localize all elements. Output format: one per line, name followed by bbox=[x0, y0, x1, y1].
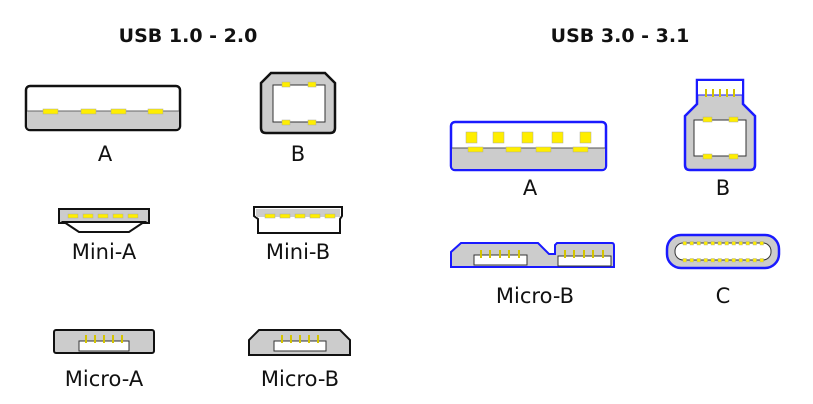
usb3-b-label: B bbox=[716, 176, 730, 200]
usb3-micro-b-label: Micro-B bbox=[496, 284, 574, 308]
usb2-a-label: A bbox=[98, 142, 113, 166]
usb-c-pin bbox=[752, 241, 757, 246]
usb3-c-connector bbox=[665, 233, 781, 270]
usb-c-pin bbox=[710, 241, 715, 246]
usb-c-pin bbox=[731, 258, 736, 263]
usb3-c-label: C bbox=[716, 284, 731, 308]
usb2-a-connector bbox=[24, 84, 182, 132]
usb-c-pin bbox=[759, 241, 764, 246]
usb2-mini-b-connector bbox=[253, 206, 343, 234]
usb3-micro-b-connector bbox=[450, 242, 615, 268]
usb2-b-connector bbox=[259, 71, 337, 135]
usb2-mini-a-connector bbox=[58, 208, 150, 233]
usb2-mini-a-label: Mini-A bbox=[72, 240, 137, 264]
usb2-b-label: B bbox=[291, 142, 305, 166]
usb-c-pin bbox=[689, 258, 694, 263]
usb-c-pin bbox=[689, 241, 694, 246]
usb2-micro-a-connector bbox=[53, 329, 155, 354]
usb-c-pin bbox=[682, 241, 687, 246]
usb2-micro-a-label: Micro-A bbox=[65, 367, 144, 391]
usb-c-pin bbox=[745, 258, 750, 263]
usb-c-pin bbox=[752, 258, 757, 263]
usb-c-pin bbox=[703, 258, 708, 263]
usb-c-pin bbox=[724, 258, 729, 263]
usb2-micro-b-label: Micro-B bbox=[261, 367, 339, 391]
usb2-micro-b-connector bbox=[248, 329, 351, 356]
usb2-mini-b-label: Mini-B bbox=[266, 240, 330, 264]
usb3-a-label: A bbox=[523, 176, 538, 200]
usb3-a-connector bbox=[449, 120, 608, 172]
usb-c-pin bbox=[724, 241, 729, 246]
usb-c-pin bbox=[696, 258, 701, 263]
usb-c-pin bbox=[696, 241, 701, 246]
usb-c-pin bbox=[759, 258, 764, 263]
usb-c-pin bbox=[703, 241, 708, 246]
usb-c-pin bbox=[738, 241, 743, 246]
usb-c-pin bbox=[682, 258, 687, 263]
usb3-b-connector bbox=[683, 78, 757, 172]
usb-c-pin bbox=[717, 258, 722, 263]
usb-c-pin bbox=[738, 258, 743, 263]
usb-c-pin bbox=[731, 241, 736, 246]
usb2-title: USB 1.0 - 2.0 bbox=[119, 25, 258, 47]
usb-c-pin bbox=[745, 241, 750, 246]
usb-c-pin bbox=[717, 241, 722, 246]
usb3-title: USB 3.0 - 3.1 bbox=[551, 25, 690, 47]
usb-c-pin bbox=[710, 258, 715, 263]
